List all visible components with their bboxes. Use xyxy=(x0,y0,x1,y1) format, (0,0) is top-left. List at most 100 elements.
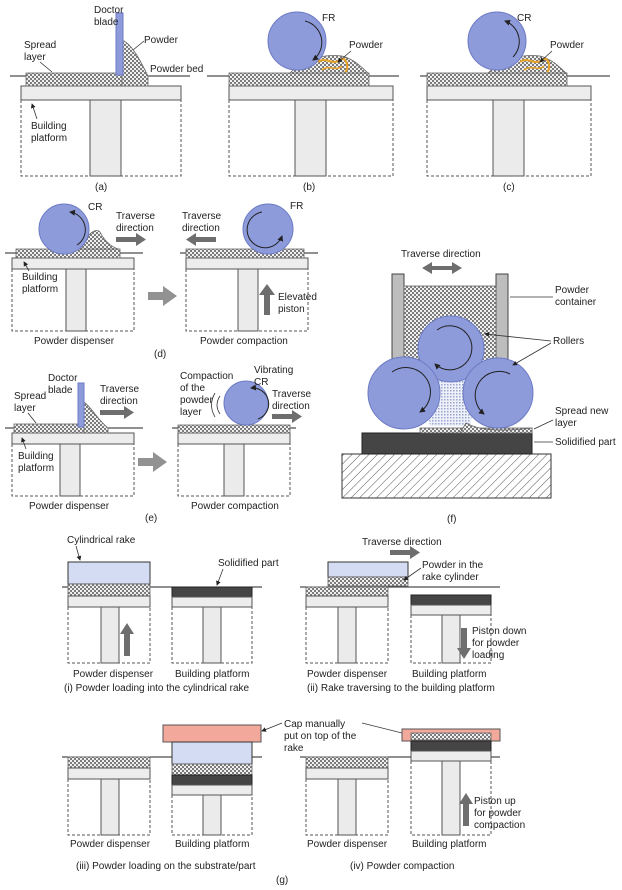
label-piston: piston xyxy=(278,304,305,315)
step-i: Cylindrical rake Solidified part Powder … xyxy=(62,535,279,694)
solidified-part xyxy=(171,774,253,786)
piston-down-arrow xyxy=(457,628,471,659)
dispenser-piston xyxy=(100,606,120,664)
label-building-platform: Building platform xyxy=(412,839,486,850)
piston xyxy=(223,443,245,497)
spread-layer xyxy=(25,72,127,87)
label-spread: Spread xyxy=(14,391,46,402)
label-compaction-step: Powder compaction xyxy=(191,501,279,512)
label-traverse: Traverse xyxy=(182,211,222,222)
leader-building xyxy=(30,103,38,120)
build-chamber xyxy=(177,444,291,497)
platform-plate xyxy=(228,85,394,101)
doctor-blade xyxy=(77,382,85,428)
spread-layer xyxy=(13,423,89,434)
label-for-powder: for powder xyxy=(474,808,522,819)
rotation-arrow xyxy=(69,209,86,246)
label-rake-cylinder: rake cylinder xyxy=(422,572,479,583)
label-powder: Powder xyxy=(144,35,179,46)
loaded-powder xyxy=(171,763,253,776)
powder-pile xyxy=(121,39,149,87)
label-for-powder: for powder xyxy=(472,638,520,649)
caption-a: (a) xyxy=(95,182,107,193)
container-wall-left xyxy=(391,273,405,365)
label-put-on: put on top of the xyxy=(284,731,357,742)
label-powder-in: Powder in the xyxy=(422,560,484,571)
step-ii: Traverse direction Powder in the rake cy… xyxy=(300,537,526,694)
label-building-platform: Building platform xyxy=(175,669,249,680)
rake-cap xyxy=(162,724,262,743)
dispenser-chamber xyxy=(305,779,389,836)
leader-rollers xyxy=(512,342,552,366)
dispenser-powder xyxy=(67,583,151,597)
leader-powder xyxy=(337,50,352,63)
platform-plate xyxy=(171,596,253,608)
caption-ii: (ii) Rake traversing to the building pla… xyxy=(307,683,495,694)
label-compaction: compaction xyxy=(474,820,525,831)
caption-c: (c) xyxy=(503,182,515,193)
dispenser-chamber xyxy=(67,607,151,664)
platform-plate xyxy=(11,257,135,270)
label-solidified-part: Solidified part xyxy=(218,558,279,569)
label-direction: direction xyxy=(272,401,310,412)
dispenser-powder xyxy=(305,586,389,597)
panel-a: Doctor blade Powder Spread layer Powder … xyxy=(10,5,203,193)
piston-up-arrow xyxy=(459,793,473,826)
transition-arrow xyxy=(138,452,167,472)
label-direction: direction xyxy=(116,223,154,234)
leader-spread xyxy=(39,61,53,73)
label-compaction: Compaction xyxy=(180,371,233,382)
platform-plate xyxy=(426,85,592,101)
label-spread: Spread xyxy=(24,40,56,51)
label-traverse: Traverse xyxy=(100,384,140,395)
build-chamber xyxy=(20,100,182,177)
label-layer: layer xyxy=(14,403,36,414)
label-traverse: Traverse direction xyxy=(401,249,481,260)
compacted-powder xyxy=(410,732,492,741)
dispenser-plate xyxy=(67,595,151,608)
dispenser-chamber xyxy=(67,779,151,836)
doctor-blade xyxy=(115,12,124,76)
label-building: Building xyxy=(31,121,67,132)
dispenser-piston xyxy=(337,606,357,664)
label-of-the: of the xyxy=(180,383,205,394)
label-traverse: Traverse direction xyxy=(362,537,442,548)
leader-powder-rake xyxy=(403,567,422,581)
label-platform: platform xyxy=(31,133,67,144)
caption-i: (i) Powder loading into the cylindrical … xyxy=(64,683,250,694)
label-dispenser: Powder dispenser xyxy=(307,839,388,850)
caption-iv: (iv) Powder compaction xyxy=(350,861,454,872)
label-powder: Powder xyxy=(555,285,590,296)
powder-streak xyxy=(523,65,545,71)
dispenser-powder xyxy=(305,756,389,769)
build-chamber xyxy=(426,100,592,177)
platform-plate xyxy=(410,604,492,616)
leader-rollers xyxy=(484,332,552,342)
label-cylindrical-rake: Cylindrical rake xyxy=(67,535,136,546)
label-vibrating-cr: CR xyxy=(254,377,268,388)
spread-layer xyxy=(426,72,568,87)
build-chamber xyxy=(11,444,135,497)
platform-plate xyxy=(177,432,291,445)
step-iii: Powder dispenser Building platform (iii)… xyxy=(62,724,262,872)
label-dispenser: Powder dispenser xyxy=(73,669,154,680)
platform-chamber xyxy=(171,795,253,836)
caption-d: (d) xyxy=(154,349,166,360)
platform-piston xyxy=(441,760,461,836)
counter-roller xyxy=(38,203,90,255)
solidified-part xyxy=(410,740,492,752)
traverse-arrow xyxy=(186,233,216,246)
dispenser-piston xyxy=(100,778,120,836)
label-rollers: Rollers xyxy=(553,336,584,347)
label-blade: blade xyxy=(94,17,119,28)
piston xyxy=(59,443,81,497)
caption-g: (g) xyxy=(276,875,288,886)
rotation-arrow xyxy=(474,370,511,415)
leader-spread xyxy=(27,412,37,424)
caption-e: (e) xyxy=(145,513,157,524)
leader-spread xyxy=(533,419,554,430)
label-traverse: Traverse xyxy=(116,211,156,222)
vibration-mark xyxy=(216,395,221,415)
platform-piston xyxy=(202,606,222,664)
caption-b: (b) xyxy=(303,182,315,193)
